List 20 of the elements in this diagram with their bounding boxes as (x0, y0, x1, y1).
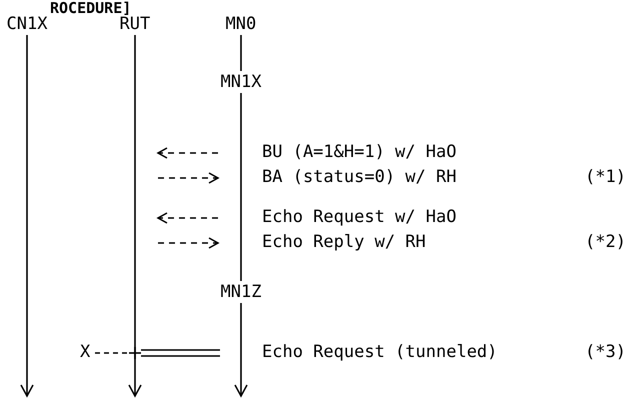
message-text: Echo Request (tunneled) (262, 342, 498, 362)
lifeline-label: RUT (118, 14, 152, 34)
note-marker: (*2) (585, 232, 626, 252)
lifeline-label: MN1Z (220, 282, 262, 302)
lifeline (20, 35, 34, 397)
title-text: ROCEDURE] (50, 0, 132, 16)
lifeline-label: CN1X (6, 14, 48, 34)
message-text: BU (A=1&H=1) w/ HaO (262, 142, 456, 162)
lifeline-label: MN1X (220, 72, 262, 92)
note-marker: (*3) (585, 342, 626, 362)
message-text: Echo Request w/ HaO (262, 207, 456, 227)
message-text: BA (status=0) w/ RH (262, 167, 456, 187)
lifeline-label: MN0 (224, 14, 258, 34)
lifeline (240, 93, 242, 281)
note-marker: (*1) (585, 167, 626, 187)
message-text: Echo Reply w/ RH (262, 232, 426, 252)
drop-mark: X (80, 342, 90, 362)
lifeline (128, 35, 142, 397)
lifeline (240, 35, 242, 71)
lifeline (234, 303, 248, 397)
